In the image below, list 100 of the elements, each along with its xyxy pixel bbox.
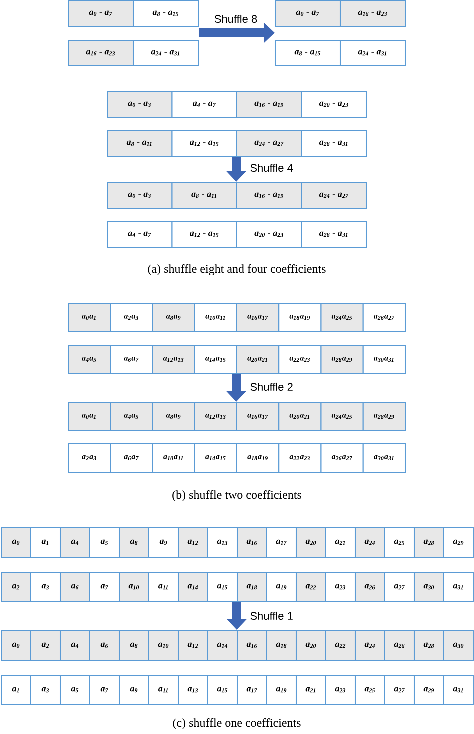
coefficient-cell: a$_{22}$a$_{23}$ [278, 443, 322, 473]
edge-label: Shuffle 2 [250, 382, 293, 392]
coefficient-cell: a$_{19}$ [266, 675, 297, 705]
coefficient-cell: a$_{31}$ [444, 572, 474, 602]
coefficient-cell: a$_{0}$ [1, 527, 32, 558]
coefficient-cell: a$_{8}$ [119, 527, 150, 558]
coefficient-cell: a$_{4}$ [60, 630, 90, 661]
coefficient-cell: a$_{1}$ [30, 527, 61, 558]
node-label: a$_{30}$ [453, 642, 464, 648]
coefficient-cell: a$_{16}$ - a$_{19}$ [236, 91, 302, 118]
coefficient-cell: a$_{4}$a$_{5}$ [68, 345, 112, 374]
coefficient-cell: a$_{17}$ [237, 675, 268, 705]
coefficient-cell: a$_{2}$ [30, 630, 61, 661]
coefficient-cell: a$_{0}$ - a$_{7}$ [68, 0, 134, 27]
edge-label: Shuffle 1 [250, 612, 293, 620]
coefficient-cell: a$_{24}$a$_{25}$ [320, 402, 364, 431]
coefficient-cell: a$_{2}$a$_{3}$ [68, 443, 112, 473]
coefficient-cell: a$_{0}$ - a$_{3}$ [107, 91, 173, 118]
coefficient-cell: a$_{16}$ - a$_{23}$ [68, 40, 134, 66]
coefficient-cell: a$_{13}$ [208, 527, 238, 558]
coefficient-cell: a$_{0}$a$_{1}$ [68, 402, 112, 431]
coefficient-cell: a$_{24}$ - a$_{31}$ [133, 40, 199, 66]
coefficient-cell: a$_{24}$a$_{25}$ [320, 303, 364, 332]
edge-label: Shuffle 4 [250, 164, 294, 172]
coefficient-cell: a$_{25}$ [355, 675, 386, 705]
coefficient-cell: a$_{27}$ [384, 572, 415, 602]
coefficient-cell: a$_{24}$ - a$_{27}$ [301, 182, 367, 209]
coefficient-cell: a$_{10}$ [119, 572, 150, 602]
coefficient-cell: a$_{6}$ [90, 630, 120, 661]
coefficient-cell: a$_{16}$a$_{17}$ [236, 402, 280, 431]
coefficient-cell: a$_{30}$a$_{31}$ [362, 345, 406, 374]
coefficient-cell: a$_{12}$ - a$_{15}$ [172, 221, 238, 248]
coefficient-cell: a$_{6}$a$_{7}$ [110, 345, 154, 374]
coefficient-cell: a$_{0}$ [1, 630, 32, 661]
coefficient-cell: a$_{26}$a$_{27}$ [362, 303, 406, 332]
coefficient-cell: a$_{15}$ [208, 675, 238, 705]
coefficient-cell: a$_{20}$ - a$_{23}$ [236, 221, 302, 248]
coefficient-cell: a$_{26}$a$_{27}$ [320, 443, 364, 473]
coefficient-cell: a$_{28}$ - a$_{31}$ [301, 130, 367, 157]
coefficient-cell: a$_{23}$ [326, 572, 356, 602]
coefficient-cell: a$_{1}$ [1, 675, 32, 705]
coefficient-cell: a$_{14}$a$_{15}$ [194, 443, 238, 473]
coefficient-cell: a$_{7}$ [90, 572, 120, 602]
coefficient-cell: a$_{8}$a$_{9}$ [152, 402, 196, 431]
coefficient-cell: a$_{12}$ [178, 527, 208, 558]
coefficient-cell: a$_{29}$ [414, 675, 444, 705]
coefficient-cell: a$_{9}$ [148, 527, 179, 558]
coefficient-cell: a$_{12}$a$_{13}$ [194, 402, 238, 431]
coefficient-cell: a$_{6}$ [60, 572, 90, 602]
coefficient-cell: a$_{8}$ [119, 630, 150, 661]
coefficient-cell: a$_{12}$ - a$_{15}$ [172, 130, 238, 157]
coefficient-cell: a$_{27}$ [384, 675, 415, 705]
subfigure-caption: (a) shuffle eight and four coefficients [148, 264, 326, 276]
coefficient-cell: a$_{24}$ - a$_{31}$ [340, 40, 406, 66]
coefficient-cell: a$_{30}$a$_{31}$ [362, 443, 406, 473]
coefficient-cell: a$_{28}$a$_{29}$ [320, 345, 364, 374]
coefficient-cell: a$_{31}$ [444, 675, 474, 705]
coefficient-cell: a$_{5}$ [60, 675, 90, 705]
coefficient-cell: a$_{18}$ [237, 572, 268, 602]
coefficient-cell: a$_{28}$ [414, 630, 444, 661]
coefficient-cell: a$_{16}$ [237, 527, 268, 558]
coefficient-cell: a$_{4}$ - a$_{7}$ [107, 221, 173, 248]
coefficient-cell: a$_{28}$ [414, 527, 444, 558]
coefficient-cell: a$_{17}$ [266, 527, 297, 558]
coefficient-cell: a$_{20}$a$_{21}$ [278, 402, 322, 431]
coefficient-cell: a$_{20}$ [296, 527, 326, 558]
coefficient-cell: a$_{11}$ [148, 675, 179, 705]
coefficient-cell: a$_{23}$ [326, 675, 356, 705]
coefficient-cell: a$_{8}$ - a$_{15}$ [275, 40, 341, 66]
coefficient-cell: a$_{9}$ [119, 675, 150, 705]
coefficient-cell: a$_{8}$ - a$_{11}$ [172, 182, 238, 209]
coefficient-cell: a$_{3}$ [30, 675, 61, 705]
coefficient-cell: a$_{4}$a$_{5}$ [110, 402, 154, 431]
coefficient-cell: a$_{10}$a$_{11}$ [194, 303, 238, 332]
coefficient-cell: a$_{8}$a$_{9}$ [152, 303, 196, 332]
subfigure-caption: (b) shuffle two coefficients [172, 490, 302, 502]
subfigure-caption: (c) shuffle one coefficients [173, 718, 301, 730]
coefficient-cell: a$_{0}$a$_{1}$ [68, 303, 112, 332]
coefficient-cell: a$_{26}$ [384, 630, 415, 661]
coefficient-cell: a$_{2}$a$_{3}$ [110, 303, 154, 332]
coefficient-cell: a$_{14}$ [208, 630, 238, 661]
coefficient-cell: a$_{10}$a$_{11}$ [152, 443, 196, 473]
coefficient-cell: a$_{10}$ [148, 630, 179, 661]
coefficient-cell: a$_{12}$ [178, 630, 208, 661]
coefficient-cell: a$_{22}$a$_{23}$ [278, 345, 322, 374]
coefficient-cell: a$_{13}$ [178, 675, 208, 705]
coefficient-cell: a$_{28}$a$_{29}$ [362, 402, 406, 431]
edge-label: Shuffle 8 [214, 14, 258, 24]
coefficient-cell: a$_{14}$a$_{15}$ [194, 345, 238, 374]
coefficient-cell: a$_{5}$ [90, 527, 120, 558]
coefficient-cell: a$_{20}$ - a$_{23}$ [301, 91, 367, 118]
coefficient-cell: a$_{24}$ [355, 630, 386, 661]
coefficient-cell: a$_{22}$ [296, 572, 326, 602]
coefficient-cell: a$_{4}$ [60, 527, 90, 558]
coefficient-cell: a$_{7}$ [90, 675, 120, 705]
coefficient-cell: a$_{20}$ [296, 630, 326, 661]
coefficient-cell: a$_{8}$ - a$_{11}$ [107, 130, 173, 157]
coefficient-cell: a$_{20}$a$_{21}$ [236, 345, 280, 374]
coefficient-cell: a$_{26}$ [355, 572, 386, 602]
coefficient-cell: a$_{8}$ - a$_{15}$ [133, 0, 199, 27]
